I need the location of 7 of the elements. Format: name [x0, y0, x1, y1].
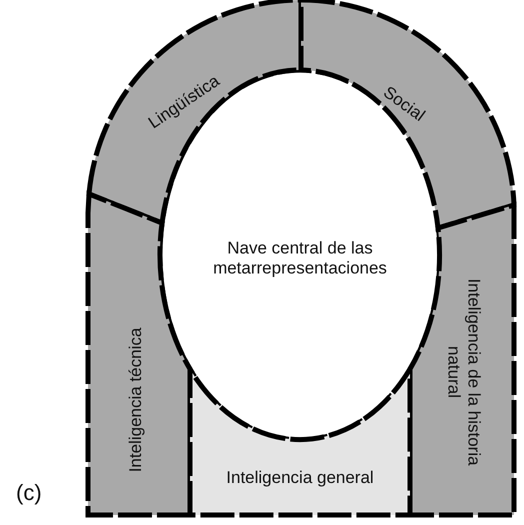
region-label: Inteligencia general [225, 468, 375, 488]
region-label: Inteligencia de la historia natural [444, 277, 484, 468]
arch-region [186, 360, 414, 520]
panel-label: (c) [16, 480, 42, 506]
arch-region [406, 200, 518, 520]
region-label: Inteligencia técnica [126, 326, 146, 474]
region-label: Nave central de las metarrepresentaciones [212, 238, 388, 278]
